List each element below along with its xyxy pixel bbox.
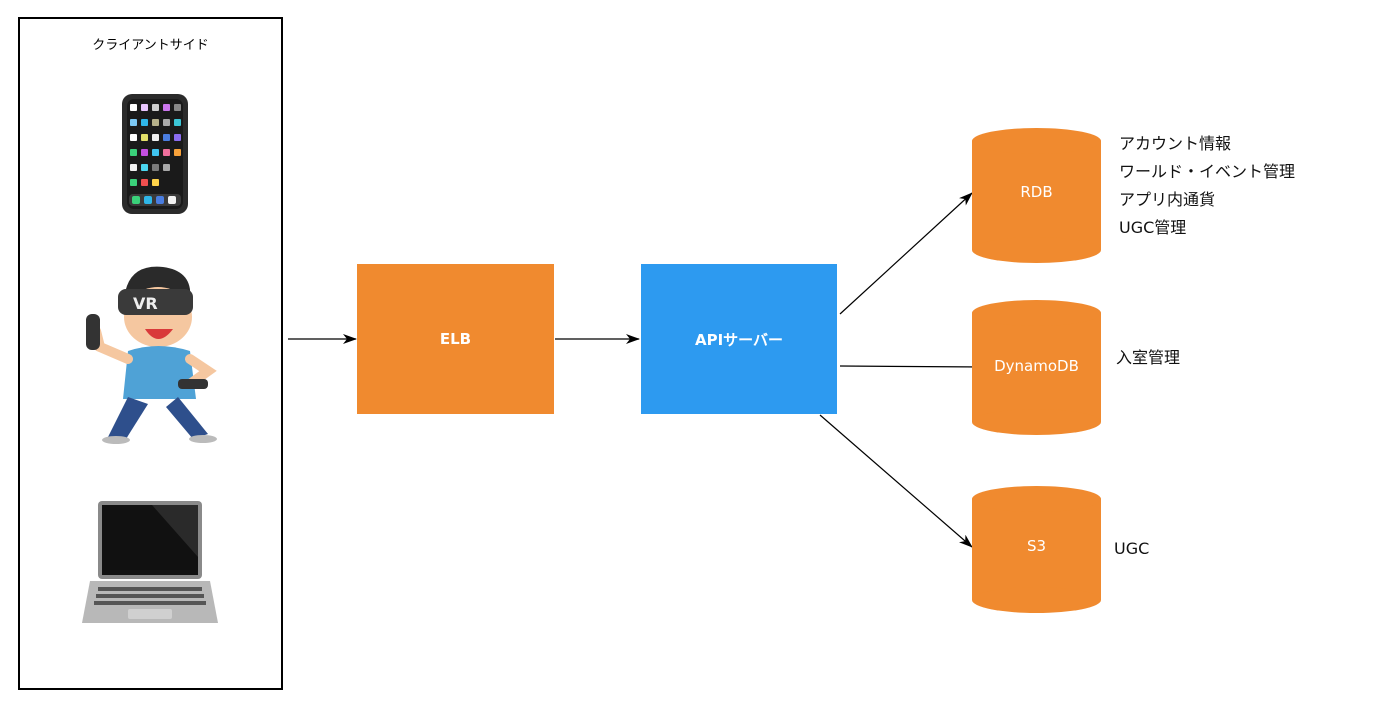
laptop-icon xyxy=(82,501,218,623)
arrow-api-to-dynamodb xyxy=(839,361,986,372)
rdb-notes: アカウント情報 ワールド・イベント管理 アプリ内通貨 UGC管理 xyxy=(1119,130,1295,242)
rdb-note-item: UGC管理 xyxy=(1119,218,1187,237)
rdb-note-item: アカウント情報 xyxy=(1119,134,1232,153)
rdb-cylinder xyxy=(972,128,1101,263)
arrow-api-to-rdb xyxy=(839,192,973,315)
smartphone-icon xyxy=(122,94,188,214)
rdb-note-item: アプリ内通貨 xyxy=(1119,190,1216,209)
elb-label: ELB xyxy=(439,330,472,348)
dynamodb-note-item: 入室管理 xyxy=(1116,348,1181,367)
dynamodb-label: DynamoDB xyxy=(994,357,1079,375)
s3-note-item: UGC xyxy=(1114,539,1150,558)
s3-cylinder xyxy=(972,486,1101,613)
s3-notes: UGC xyxy=(1114,535,1149,563)
arrow-api-to-s3 xyxy=(819,414,973,548)
client-side-title: クライアントサイド xyxy=(92,38,209,53)
dynamodb-notes: 入室管理 xyxy=(1116,344,1180,372)
client-side-panel: クライアントサイド xyxy=(18,17,283,690)
rdb-label: RDB xyxy=(1020,183,1053,201)
s3-label: S3 xyxy=(1026,537,1047,555)
dynamodb-cylinder xyxy=(972,300,1101,435)
svg-text:VR: VR xyxy=(133,294,158,313)
vr-user-icon: VR xyxy=(86,266,217,444)
elb-node: ELB xyxy=(357,264,554,414)
api-server-node: APIサーバー xyxy=(641,264,837,414)
rdb-note-item: ワールド・イベント管理 xyxy=(1119,162,1296,181)
api-server-label: APIサーバー xyxy=(694,330,784,349)
